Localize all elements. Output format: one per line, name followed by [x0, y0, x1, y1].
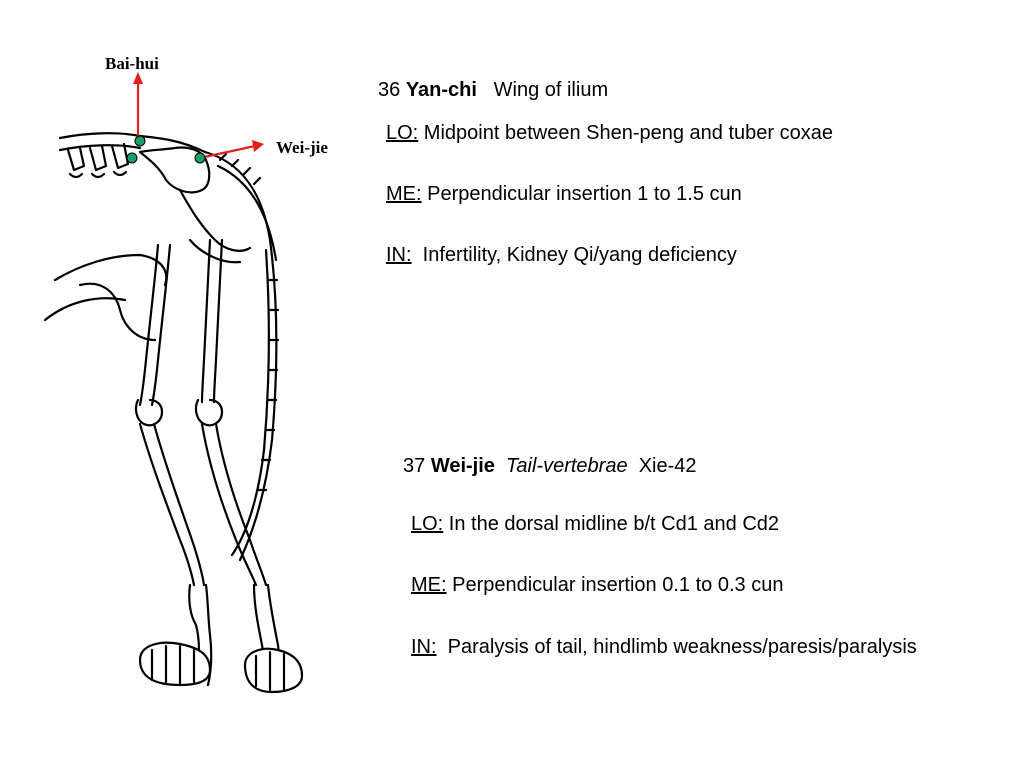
point-37-indication: IN: Paralysis of tail, hindlimb weakness…	[411, 636, 1024, 659]
indication-text: Infertility, Kidney Qi/yang deficiency	[411, 244, 737, 266]
point-36-number: 36	[378, 79, 401, 101]
pelvis	[138, 146, 211, 194]
point-37-location: LO: In the dorsal midline b/t Cd1 and Cd…	[411, 513, 779, 536]
wei-jie-arrow	[199, 144, 256, 160]
point-36-heading: 36 Yan-chi Wing of ilium	[378, 79, 608, 102]
method-tag: ME:	[386, 183, 422, 205]
abdomen-outline	[53, 253, 168, 287]
paw-near	[138, 641, 212, 687]
point-36-indication: IN: Infertility, Kidney Qi/yang deficien…	[386, 244, 737, 267]
point-36-description: Wing of ilium	[493, 79, 609, 101]
point-37-name: Wei-jie	[430, 455, 495, 477]
tibia-near	[138, 422, 196, 587]
femur-near	[138, 243, 160, 407]
method-text: Perpendicular insertion 1 to 1.5 cun	[421, 183, 742, 205]
point-36-method: ME: Perpendicular insertion 1 to 1.5 cun	[386, 183, 742, 206]
bai-hui-arrowhead	[133, 72, 143, 84]
wei-jie-arrowhead	[252, 140, 264, 152]
location-text: Midpoint between Shen-peng and tuber cox…	[418, 122, 833, 144]
point-37-italic: Tail-vertebrae	[506, 455, 628, 477]
location-tag: LO:	[386, 122, 419, 144]
tail	[203, 150, 278, 562]
tibia-far	[200, 422, 258, 587]
point-37-description: Xie-42	[638, 455, 697, 477]
point-36-name: Yan-chi	[405, 79, 477, 101]
paw-far	[243, 647, 304, 694]
point-36-location: LO: Midpoint between Shen-peng and tuber…	[386, 122, 833, 145]
wei-jie-point	[194, 152, 206, 164]
method-text: Perpendicular insertion 0.1 to 0.3 cun	[446, 574, 784, 596]
method-tag: ME:	[411, 574, 447, 596]
location-text: In the dorsal midline b/t Cd1 and Cd2	[443, 513, 780, 535]
indication-text: Paralysis of tail, hindlimb weakness/par…	[436, 636, 917, 658]
point-37-method: ME: Perpendicular insertion 0.1 to 0.3 c…	[411, 574, 783, 597]
location-tag: LO:	[411, 513, 444, 535]
point-37-heading: 37 Wei-jie Tail-vertebrae Xie-42	[403, 455, 697, 478]
wei-jie-label: Wei-jie	[276, 138, 328, 157]
bai-hui-point	[134, 135, 146, 147]
indication-tag: IN:	[386, 244, 412, 266]
dog-skeleton-illustration	[43, 72, 304, 694]
indication-tag: IN:	[411, 636, 437, 658]
femur-far	[200, 238, 212, 404]
bai-hui-label: Bai-hui	[105, 54, 159, 73]
point-37-number: 37	[403, 455, 426, 477]
yan-chi-point	[126, 152, 138, 164]
